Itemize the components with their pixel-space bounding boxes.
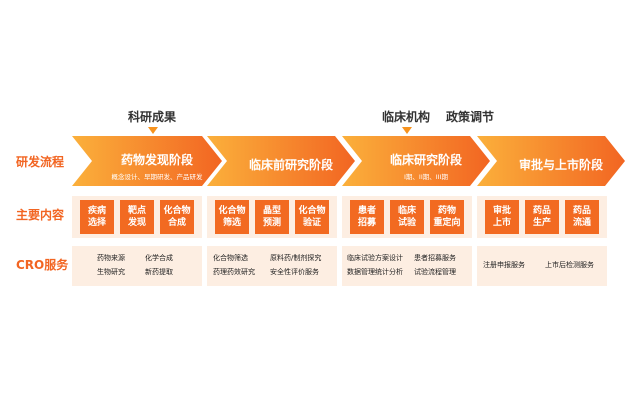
cro-service-item: 安全性评价服务 (270, 268, 319, 276)
stage-chevron-4 (477, 136, 625, 186)
content-box-drug-repurposing: 药物 重定向 (430, 200, 464, 234)
cro-service-item: 药理药效研究 (213, 268, 255, 276)
cro-service-item: 生物研究 (97, 268, 125, 276)
stage-subtitle-discovery: 概念设计、早期研发、产品研发 (111, 173, 203, 181)
cro-service-item: 试验流程管理 (414, 268, 456, 276)
stage-title-discovery: 药物发现阶段 (120, 153, 193, 167)
content-box-crystal-prediction: 晶型 预测 (255, 200, 289, 234)
research-results-label: 科研成果 (128, 110, 177, 124)
content-box-disease-selection: 疾病 选择 (80, 200, 114, 234)
cro-service-item: 化学合成 (145, 254, 173, 262)
cro-service-item: 患者招募服务 (414, 254, 456, 262)
stage-title-preclinical: 临床前研究阶段 (248, 158, 333, 172)
cro-service-item: 数据管理统计分析 (347, 268, 403, 276)
cro-panel-clinical (342, 246, 472, 286)
stage-title-clinical: 临床研究阶段 (389, 153, 462, 167)
clinical-institution-label: 临床机构 (382, 110, 431, 124)
stage-chevron-3 (342, 136, 490, 186)
row-label-cro: CRO服务 (16, 258, 69, 272)
content-box-drug-production: 药品 生产 (525, 200, 559, 234)
cro-panel-discovery (72, 246, 202, 286)
cro-service-item: 药物来源 (97, 254, 125, 262)
stage-subtitle-clinical: I期、II期、III期 (403, 173, 448, 181)
cro-service-item: 临床试验方案设计 (347, 254, 403, 262)
cro-service-item: 新药提取 (145, 268, 173, 276)
policy-label: 政策调节 (446, 110, 495, 124)
stage-chevron-2 (207, 136, 355, 186)
clinical-arrow-icon (402, 127, 412, 134)
cro-service-item: 化合物筛选 (213, 254, 248, 262)
stage-chevron-1 (72, 136, 222, 186)
cro-service-item: 注册申报服务 (483, 261, 525, 269)
cro-service-item: 上市后检测服务 (545, 261, 594, 269)
content-box-drug-distribution: 药品 流通 (565, 200, 599, 234)
row-label-stages: 研发流程 (16, 155, 65, 169)
content-box-clinical-trial: 临床 试验 (390, 200, 424, 234)
cro-panel-preclinical (207, 246, 337, 286)
content-box-target-discovery: 靶点 发现 (120, 200, 154, 234)
content-box-patient-recruitment: 患者 招募 (350, 200, 384, 234)
cro-panel-approval (477, 246, 607, 286)
content-box-compound-synthesis: 化合物 合成 (160, 200, 194, 234)
research-arrow-icon (148, 127, 158, 134)
content-box-compound-screening: 化合物 筛选 (215, 200, 249, 234)
content-box-compound-validation: 化合物 验证 (295, 200, 329, 234)
content-box-approval-listing: 审批 上市 (485, 200, 519, 234)
row-label-content: 主要内容 (16, 208, 65, 222)
cro-service-item: 原料药/制剂探究 (270, 254, 322, 262)
stage-title-approval: 审批与上市阶段 (518, 158, 603, 172)
